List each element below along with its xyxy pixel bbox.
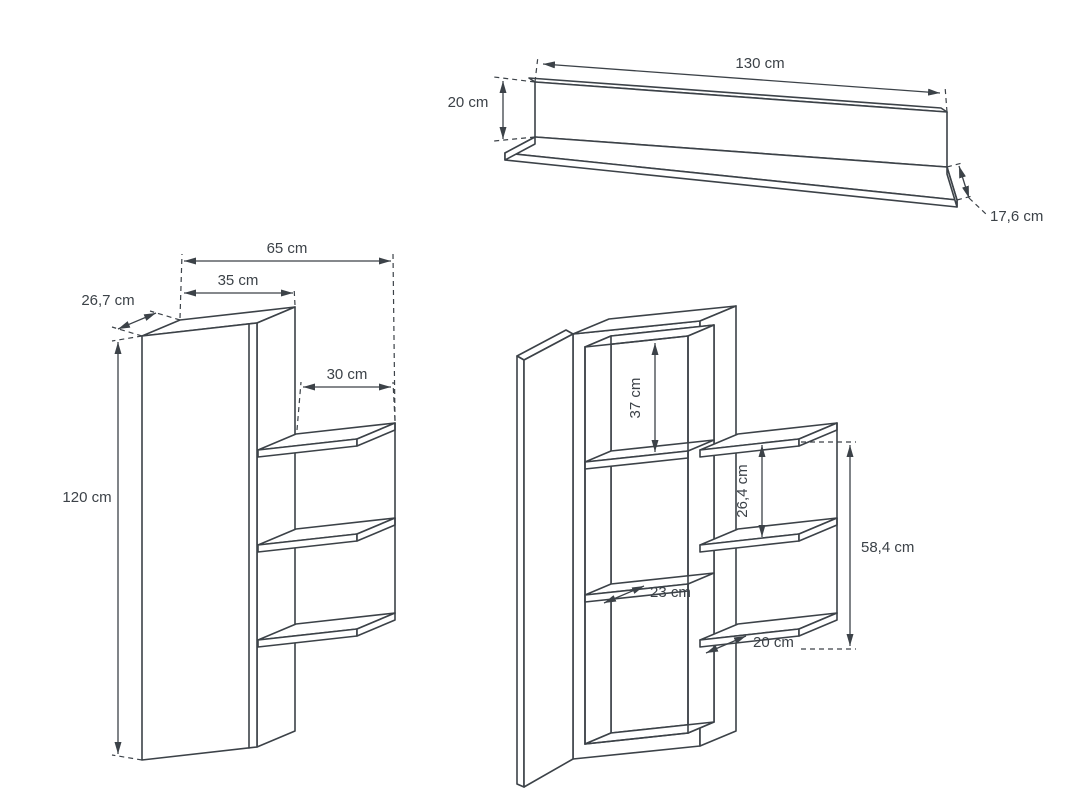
wall-shelf-height-label: 20 cm <box>448 94 489 111</box>
side-shelf-width-dimension: 30 cm <box>296 366 396 431</box>
side-shelves-height-label: 58,4 cm <box>861 539 914 556</box>
side-shelves-height-dimension: 58,4 cm <box>801 441 914 650</box>
side-shelf-depth-label: 20 cm <box>753 634 794 651</box>
wall-shelf-height-dimension: 20 cm <box>448 76 536 142</box>
side-shelf-width-label: 30 cm <box>327 366 368 383</box>
cabinet-open-drawing: 37 cm 23 cm 26,4 cm 20 cm 58,4 cm <box>516 305 914 788</box>
cabinet-depth-label: 26,7 cm <box>81 292 134 309</box>
side-shelf-gap-label: 26,4 cm <box>734 464 751 517</box>
cabinet-body-width-label: 35 cm <box>218 272 259 289</box>
cabinet-height-dimension: 120 cm <box>62 335 143 761</box>
wall-shelf-width-dimension: 130 cm <box>534 55 948 113</box>
interior-depth-dimension: 23 cm <box>603 584 691 604</box>
side-shelf-gap-dimension: 26,4 cm <box>734 445 766 537</box>
cabinet-total-width-label: 65 cm <box>267 240 308 257</box>
cabinet-closed-body <box>141 306 296 761</box>
interior-depth-label: 23 cm <box>650 584 691 601</box>
cabinet-depth-dimension: 26,7 cm <box>81 292 181 337</box>
cabinet-body-width-dimension: 35 cm <box>184 272 296 306</box>
cabinet-height-label: 120 cm <box>62 489 111 506</box>
cabinet-total-width-dimension: 65 cm <box>179 240 396 422</box>
wall-shelf-width-label: 130 cm <box>735 55 784 72</box>
side-shelf-depth-dimension: 20 cm <box>705 634 794 654</box>
wall-shelf-drawing: 130 cm 20 cm 17,6 cm <box>448 55 1044 225</box>
wall-shelf-depth-dimension: 17,6 cm <box>946 162 1043 225</box>
cabinet-open-door <box>516 329 574 788</box>
cabinet-closed-drawing: 65 cm 35 cm 26,7 cm 30 cm 120 cm <box>62 240 396 761</box>
cabinet-open-interior <box>584 324 715 745</box>
cabinet-closed-side-shelves <box>257 422 396 648</box>
top-compartment-height-dimension: 37 cm <box>627 343 659 452</box>
wall-shelf-depth-label: 17,6 cm <box>990 208 1043 225</box>
top-compartment-height-label: 37 cm <box>627 378 644 419</box>
